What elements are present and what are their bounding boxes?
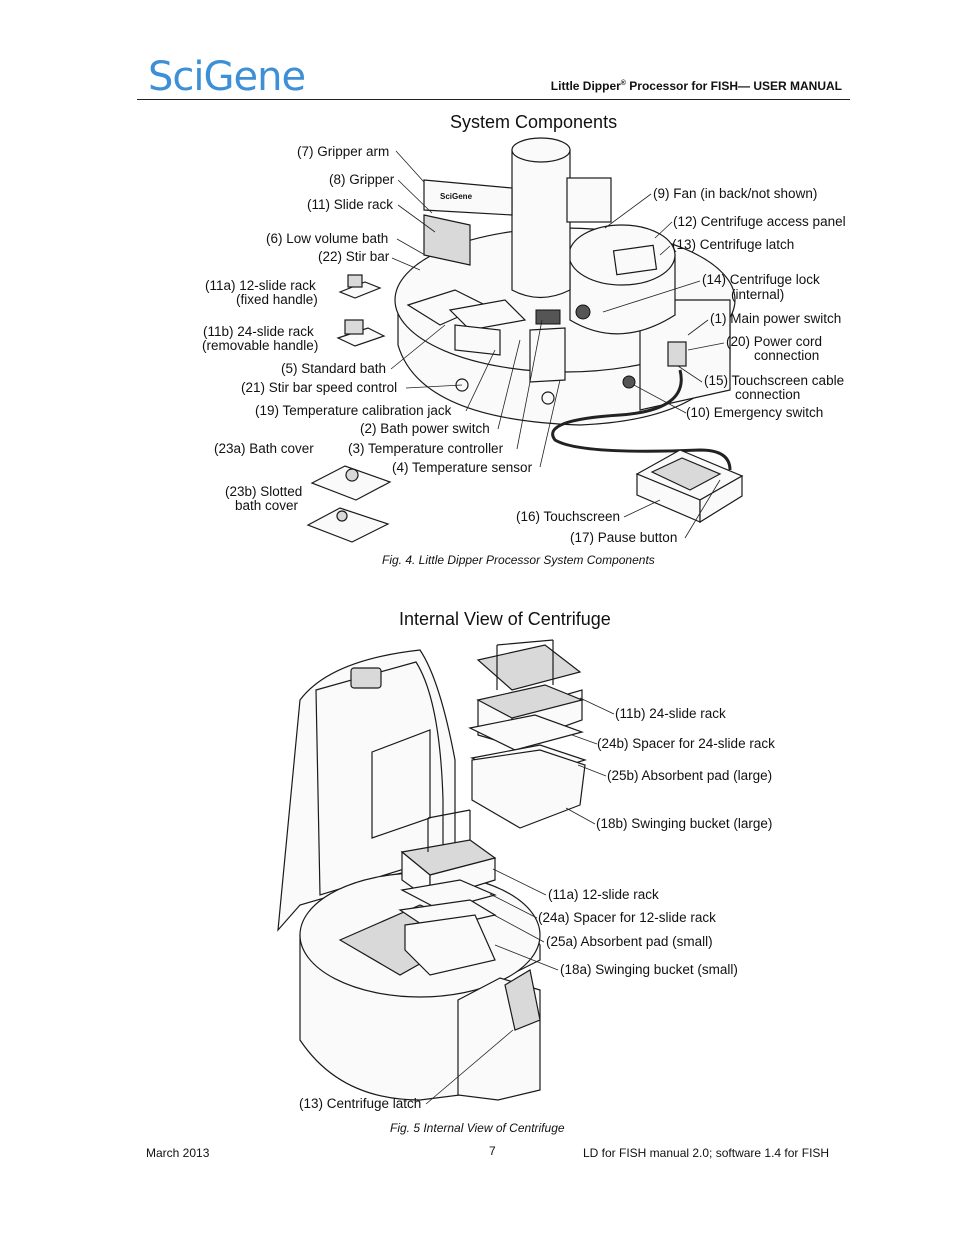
bath-covers	[306, 465, 392, 543]
label-low-volume-bath: (6) Low volume bath	[266, 231, 389, 246]
callout-lines-fig5	[425, 697, 615, 1105]
label-touchscreen-cable-connection: connection	[735, 387, 801, 402]
label-touchscreen-cable: (15) Touchscreen cable	[704, 373, 845, 388]
label-24-slide-rack: (11b) 24-slide rack	[203, 324, 314, 339]
label-fig5-centrifuge-latch: (13) Centrifuge latch	[299, 1096, 422, 1111]
small-rack-stack	[398, 809, 497, 976]
page-number: 7	[489, 1144, 496, 1158]
header-divider	[137, 99, 850, 100]
label-swinging-bucket-small: (18a) Swinging bucket (small)	[560, 962, 738, 977]
label-removable-handle: (removable handle)	[202, 338, 319, 353]
label-absorbent-pad-small: (25a) Absorbent pad (small)	[546, 934, 713, 949]
label-fixed-handle: (fixed handle)	[236, 292, 318, 307]
label-gripper-arm: (7) Gripper arm	[297, 144, 390, 159]
label-swinging-bucket-large: (18b) Swinging bucket (large)	[596, 816, 773, 831]
touchscreen-cable	[551, 369, 732, 471]
label-emergency-switch: (10) Emergency switch	[686, 405, 824, 420]
footer-version: LD for FISH manual 2.0; software 1.4 for…	[583, 1146, 830, 1160]
gripper-arm	[423, 179, 513, 266]
slide-rack-accessories	[336, 274, 386, 347]
label-fig5-24-slide-rack: (11b) 24-slide rack	[615, 706, 726, 721]
label-stir-bar: (22) Stir bar	[318, 249, 390, 264]
label-slotted: (23b) Slotted	[225, 484, 303, 499]
label-stir-bar-speed-control: (21) Stir bar speed control	[241, 380, 398, 395]
callout-lines	[390, 150, 725, 539]
title-rest: Processor for FISH— USER MANUAL	[625, 79, 842, 93]
label-gripper: (8) Gripper	[329, 172, 395, 187]
device-logo: SciGene	[440, 192, 473, 201]
label-temperature-calibration-jack: (19) Temperature calibration jack	[255, 403, 452, 418]
label-temperature-controller: (3) Temperature controller	[348, 441, 504, 456]
label-bath-power-switch: (2) Bath power switch	[360, 421, 490, 436]
scigene-logo: SciGene	[148, 54, 306, 100]
latch-housing	[457, 969, 541, 1101]
label-spacer-12-slide-rack: (24a) Spacer for 12-slide rack	[538, 910, 716, 925]
title-brand: Little Dipper	[550, 79, 621, 93]
label-power-cord-connection: connection	[754, 348, 820, 363]
label-temperature-sensor: (4) Temperature sensor	[392, 460, 533, 475]
centrifuge-unit	[568, 224, 676, 335]
footer-date: March 2013	[146, 1146, 210, 1160]
figure-5-caption: Fig. 5 Internal View of Centrifuge	[390, 1121, 565, 1135]
label-absorbent-pad-large: (25b) Absorbent pad (large)	[607, 768, 773, 783]
label-slotted-bath-cover: bath cover	[235, 498, 299, 513]
registered-mark: ®	[620, 80, 626, 87]
label-bath-cover: (23a) Bath cover	[214, 441, 314, 456]
label-fig5-12-slide-rack: (11a) 12-slide rack	[548, 887, 659, 902]
label-centrifuge-lock: (14) Centrifuge lock	[702, 272, 820, 287]
main-column	[511, 137, 612, 299]
system-components-title: System Components	[450, 112, 618, 132]
label-centrifuge-access-panel: (12) Centrifuge access panel	[673, 214, 846, 229]
label-centrifuge-latch: (13) Centrifuge latch	[672, 237, 795, 252]
label-fan: (9) Fan (in back/not shown)	[653, 186, 818, 201]
label-standard-bath: (5) Standard bath	[281, 361, 387, 376]
label-power-cord: (20) Power cord	[726, 334, 823, 349]
label-slide-rack: (11) Slide rack	[307, 197, 394, 212]
label-main-power-switch: (1) Main power switch	[710, 311, 842, 326]
figure-4-caption: Fig. 4. Little Dipper Processor System C…	[382, 553, 655, 567]
manual-title: Little Dipper® Processor for FISH— USER …	[551, 79, 842, 93]
large-rack-stack	[468, 639, 587, 829]
label-touchscreen: (16) Touchscreen	[516, 509, 621, 524]
internal-view-title: Internal View of Centrifuge	[399, 609, 611, 629]
baths	[406, 289, 591, 383]
label-12-slide-rack: (11a) 12-slide rack	[205, 278, 316, 293]
label-spacer-24-slide-rack: (24b) Spacer for 24-slide rack	[597, 736, 775, 751]
label-internal: (internal)	[731, 287, 785, 302]
label-pause-button: (17) Pause button	[570, 530, 678, 545]
